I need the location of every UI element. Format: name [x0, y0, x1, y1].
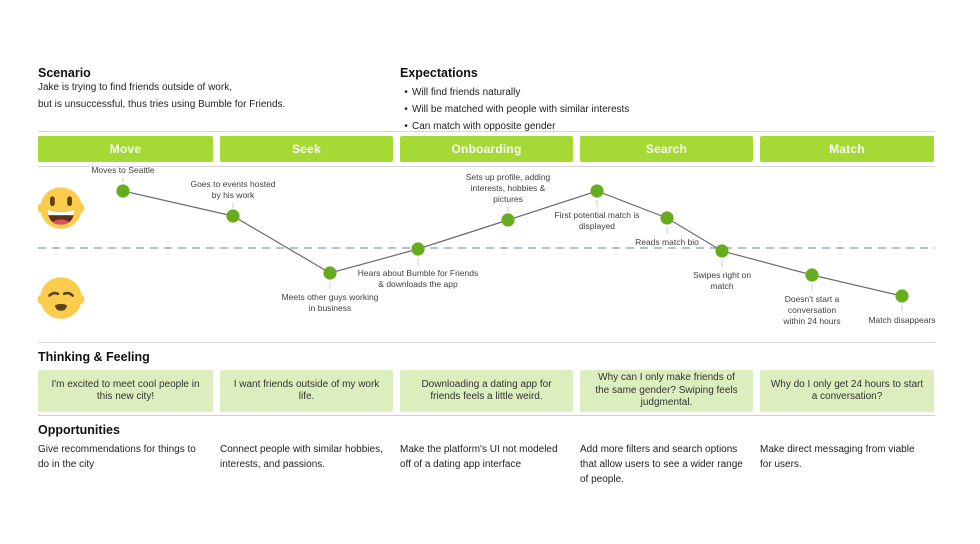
opportunity-item: Add more filters and search options that… [580, 444, 743, 485]
separator-line [38, 166, 935, 167]
expectation-item: •Will find friends naturally [400, 84, 700, 101]
sad-emoji-icon [37, 274, 85, 322]
journey-point-label: Hears about Bumble for Friends & downloa… [357, 268, 479, 290]
bullet-icon: • [404, 104, 408, 115]
separator-line [38, 415, 935, 416]
journey-point-label: Doesn't start a conversation within 24 h… [783, 294, 841, 327]
opportunity-item: Connect people with similar hobbies, int… [220, 444, 383, 470]
scenario-line: Jake is trying to find friends outside o… [38, 82, 232, 93]
journey-line [122, 190, 903, 297]
scenario-section: Scenario Jake is trying to find friends … [38, 66, 368, 113]
scenario-text: Jake is trying to find friends outside o… [38, 80, 368, 113]
phase-bar-move: Move [38, 136, 213, 162]
phase-label: Onboarding [451, 142, 522, 156]
phase-label: Seek [292, 142, 321, 156]
phase-bar-search: Search [580, 136, 753, 162]
thinking-box: Why can I only make friends of the same … [580, 370, 753, 412]
journey-point [411, 242, 425, 256]
phase-bar-match: Match [760, 136, 934, 162]
thinking-box: Why do I only get 24 hours to start a co… [760, 370, 934, 412]
scenario-line: but is unsuccessful, thus tries using Bu… [38, 98, 286, 110]
journey-point [660, 211, 674, 225]
journey-point [590, 184, 604, 198]
opportunities-title: Opportunities [38, 423, 120, 437]
journey-point-label: Match disappears [868, 315, 936, 325]
journey-point [501, 213, 515, 227]
journey-point [226, 209, 240, 223]
journey-point-label: Moves to Seattle [91, 164, 155, 175]
separator-line [38, 131, 935, 132]
thinking-box: I want friends outside of my work life. [220, 370, 393, 412]
journey-point-label: Swipes right on match [692, 270, 752, 292]
opportunity-item: Make the platform's UI not modeled off o… [400, 444, 558, 470]
expectations-title: Expectations [400, 66, 478, 80]
journey-point [116, 184, 130, 198]
journey-point [323, 266, 337, 280]
journey-point [805, 268, 819, 282]
phase-label: Match [829, 142, 865, 156]
bullet-icon: • [404, 87, 408, 98]
journey-point [715, 244, 729, 258]
journey-point-label: Sets up profile, adding interests, hobbi… [465, 171, 551, 204]
expectations-list: •Will find friends naturally•Will be mat… [400, 84, 700, 135]
phase-label: Move [109, 142, 142, 156]
laughing-emoji-icon [37, 184, 85, 232]
journey-point [895, 289, 909, 303]
thinking-box: Downloading a dating app for friends fee… [400, 370, 573, 412]
journey-point-label: Reads match bio [635, 237, 699, 247]
scenario-title: Scenario [38, 66, 91, 80]
expectation-item: •Can match with opposite gender [400, 118, 700, 135]
opportunity-item: Make direct messaging from viable for us… [760, 444, 915, 470]
thinking-box: I'm excited to meet cool people in this … [38, 370, 213, 412]
bullet-icon: • [404, 121, 408, 132]
separator-line [38, 342, 935, 343]
journey-point-label: Meets other guys working in business [281, 292, 379, 314]
expectations-section: Expectations •Will find friends naturall… [400, 66, 700, 135]
phase-bar-onboarding: Onboarding [400, 136, 573, 162]
phase-label: Search [645, 142, 688, 156]
expectation-item: •Will be matched with people with simila… [400, 101, 700, 118]
thinking-title: Thinking & Feeling [38, 350, 150, 364]
opportunity-item: Give recommendations for things to do in… [38, 444, 196, 470]
phase-bar-seek: Seek [220, 136, 393, 162]
journey-point-label: First potential match is displayed [554, 210, 640, 232]
journey-point-label: Goes to events hosted by his work [190, 178, 276, 200]
